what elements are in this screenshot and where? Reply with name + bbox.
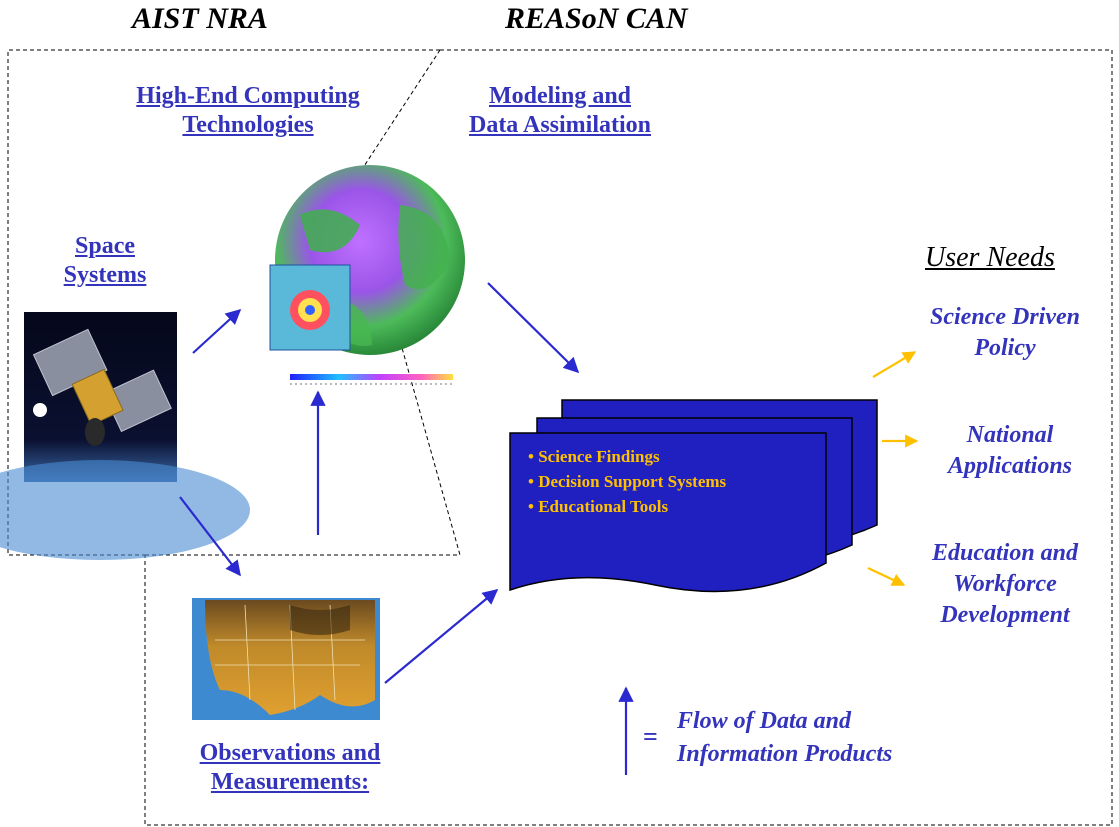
space-systems-link[interactable]: Space Systems [63,233,147,288]
document-item-list: • Science Findings • Decision Support Sy… [528,444,726,519]
arrow-satellite-to-observations [179,496,241,577]
document-item: • Science Findings [528,447,660,466]
observations-measurements-link[interactable]: Observations and Measurements: [199,740,381,795]
arrow-to-policy [872,351,917,378]
arrow-to-education [867,567,906,586]
modeling-data-assimilation-link[interactable]: Modeling and Data Assimilation [468,83,651,138]
arrow-observations-to-documents [384,589,499,684]
globe-model-image [269,165,465,385]
user-need-education: Education and Workforce Development [931,540,1079,628]
high-end-computing-link[interactable]: High-End Computing Technologies [136,83,360,138]
legend-text: Flow of Data and Information Products [677,708,893,767]
flow-arrows [179,282,634,775]
arrow-satellite-to-globe [192,308,242,354]
aist-nra-header: AIST NRA [132,2,268,35]
user-need-arrows [867,351,919,586]
satellite-image [0,312,250,560]
user-need-policy: Science Driven Policy [930,304,1080,361]
user-need-applications: National Applications [947,422,1073,479]
legend-equals: = [643,722,658,751]
document-item: • Educational Tools [528,497,669,516]
us-map-image [192,598,380,720]
documents-stack [509,399,878,593]
reason-can-header: REASoN CAN [505,2,688,35]
reason-region-border [144,49,1113,826]
document-item: • Decision Support Systems [528,472,727,491]
arrow-globe-to-documents [487,282,580,374]
user-needs-title: User Needs [925,242,1055,273]
